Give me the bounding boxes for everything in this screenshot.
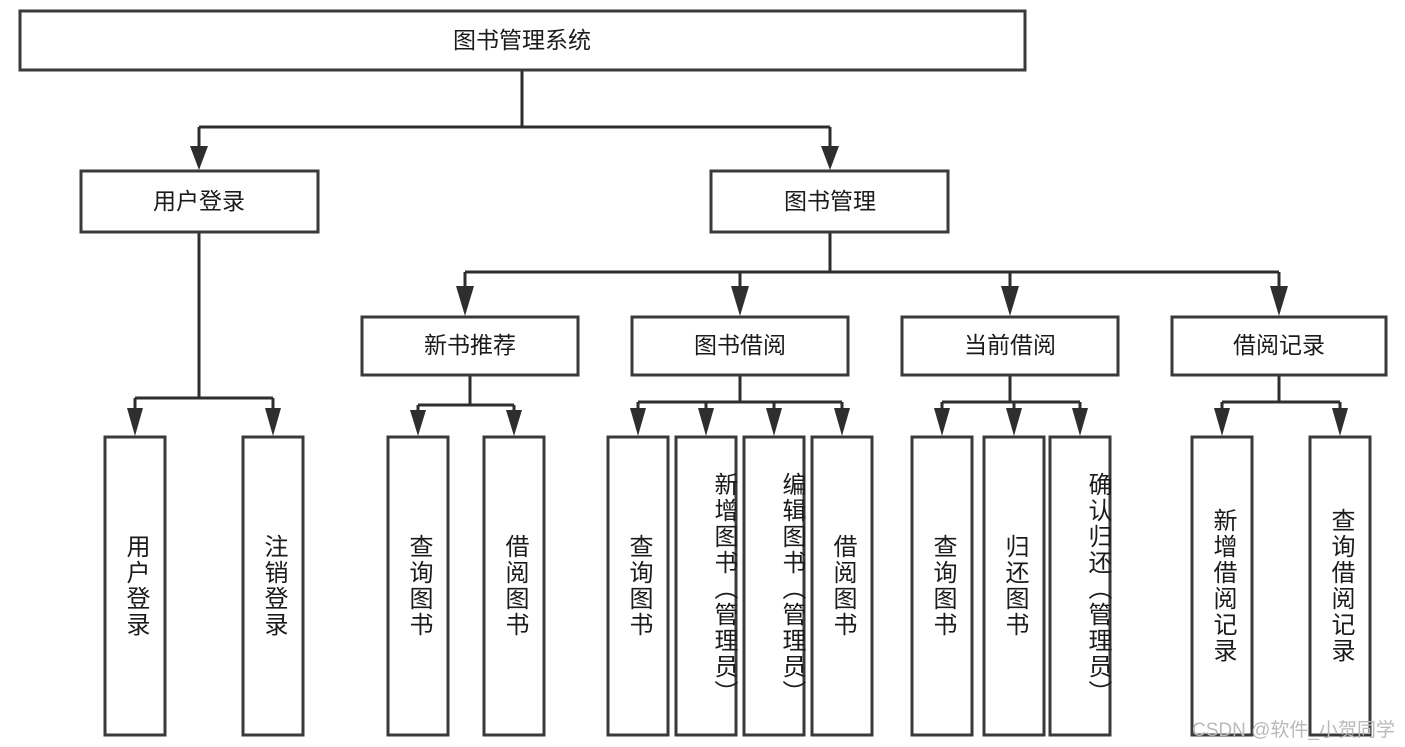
connector-group-book-borrow	[630, 375, 850, 436]
node-book-manage-box[interactable]	[709, 169, 950, 234]
node-new-book-recommend-box[interactable]	[360, 315, 580, 377]
node-root-box[interactable]	[18, 9, 1027, 72]
leaf-box-br-add-record[interactable]	[1190, 435, 1254, 737]
node-book-borrow-label: 图书借阅	[694, 332, 786, 358]
leaf-box-nbr-query-book[interactable]	[386, 435, 450, 737]
arrowhead-new-book-rec	[456, 286, 474, 316]
arrowhead-br-add-record	[1214, 408, 1230, 436]
arrowhead-cb-confirm-return	[1072, 408, 1088, 436]
node-borrow-record[interactable]: 借阅记录	[1170, 315, 1388, 377]
arrowhead-cb-return-book	[1006, 408, 1022, 436]
arrowhead-cb-query-book	[934, 408, 950, 436]
leaf-box-nbr-borrow-book[interactable]	[482, 435, 546, 737]
connector-group-current-borrow	[934, 375, 1088, 436]
leaf-box-bb-borrow-book[interactable]	[810, 435, 874, 737]
node-borrow-record-label: 借阅记录	[1233, 332, 1325, 358]
node-user-login-box[interactable]	[79, 169, 320, 234]
node-user-login[interactable]: 用户登录	[79, 169, 320, 234]
node-root-label: 图书管理系统	[453, 27, 591, 53]
arrowhead-bb-edit-book	[766, 408, 782, 436]
node-current-borrow-label: 当前借阅	[964, 332, 1056, 358]
connector-group-borrow-record	[1214, 375, 1348, 436]
leaf-box-cb-return-book[interactable]	[982, 435, 1046, 737]
node-book-borrow-box[interactable]	[630, 315, 850, 377]
arrowhead-borrow-record	[1270, 286, 1288, 316]
leaf-box-logout[interactable]	[241, 435, 305, 737]
arrowhead-bb-borrow-book	[834, 408, 850, 436]
leaf-box-br-query-record[interactable]	[1308, 435, 1372, 737]
node-current-borrow-box[interactable]	[900, 315, 1120, 377]
arrowhead-book-borrow	[731, 286, 749, 316]
node-user-login-label: 用户登录	[153, 188, 245, 214]
node-book-manage-label: 图书管理	[784, 188, 876, 214]
leaf-box-cb-query-book[interactable]	[910, 435, 974, 737]
leaf-box-bb-edit-book[interactable]	[742, 435, 806, 737]
arrowhead-nbr-borrow-book	[506, 410, 522, 436]
connector-group-user-login	[127, 232, 281, 436]
arrowhead-user-login	[190, 146, 208, 170]
node-borrow-record-box[interactable]	[1170, 315, 1388, 377]
connector-group-new-book-rec	[410, 375, 522, 436]
arrowhead-bb-query-book	[630, 408, 646, 436]
leaf-box-user-login[interactable]	[103, 435, 167, 737]
arrowhead-book-manage	[821, 146, 839, 170]
connector-group-root	[190, 70, 839, 170]
arrowhead-leaf-logout	[265, 408, 281, 436]
node-book-borrow[interactable]: 图书借阅	[630, 315, 850, 377]
arrowhead-leaf-user-login	[127, 408, 143, 436]
leaf-box-bb-query-book[interactable]	[606, 435, 670, 737]
node-new-book-recommend[interactable]: 新书推荐	[360, 315, 580, 377]
arrowhead-nbr-query-book	[410, 410, 426, 436]
node-book-manage[interactable]: 图书管理	[709, 169, 950, 234]
node-root[interactable]: 图书管理系统	[18, 9, 1027, 72]
arrowhead-bb-add-book	[698, 408, 714, 436]
leaf-box-cb-confirm-return[interactable]	[1048, 435, 1112, 737]
node-new-book-recommend-label: 新书推荐	[424, 332, 516, 358]
connector-group-book-manage	[456, 232, 1288, 316]
arrowhead-current-borrow	[1001, 286, 1019, 316]
arrowhead-br-query-record	[1332, 408, 1348, 436]
node-current-borrow[interactable]: 当前借阅	[900, 315, 1120, 377]
leaf-box-bb-add-book[interactable]	[674, 435, 738, 737]
leaf-boxes	[103, 435, 1372, 737]
